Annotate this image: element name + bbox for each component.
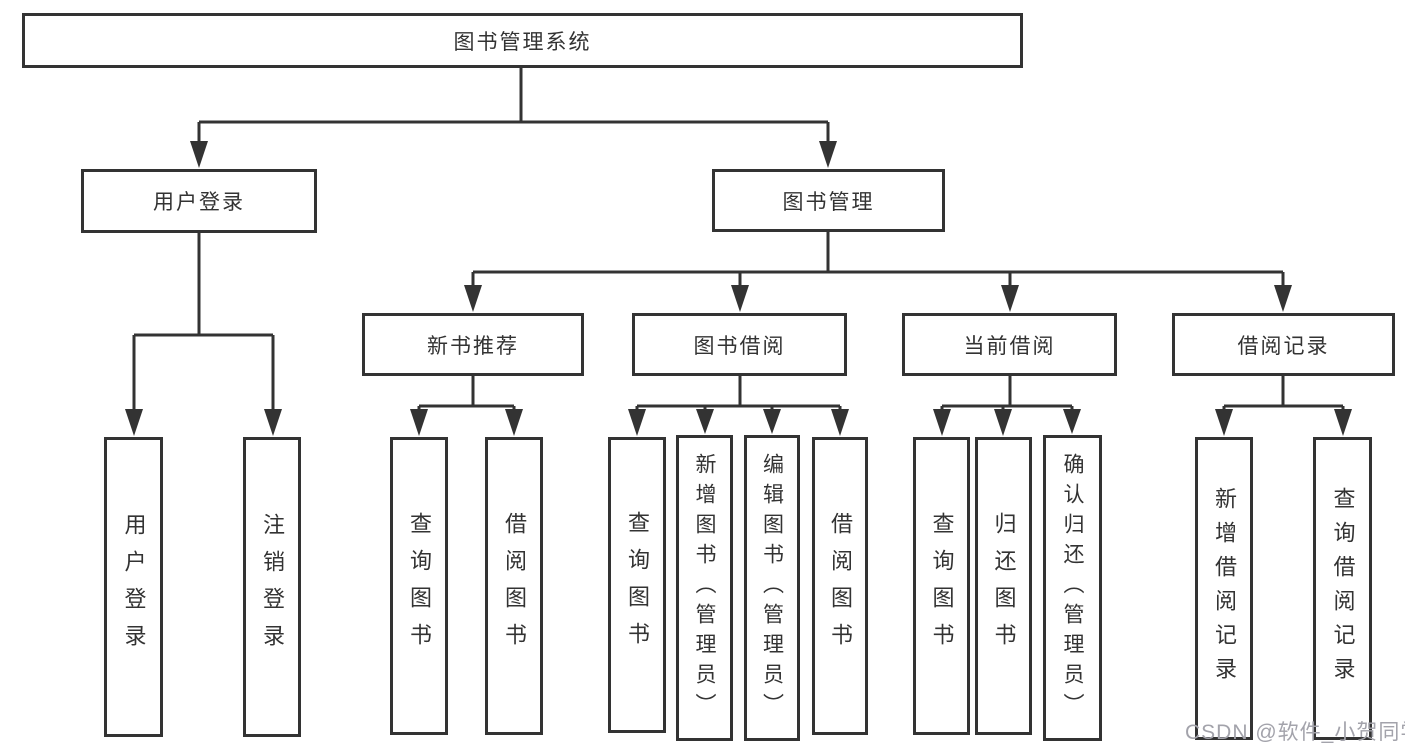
node-leaf-query-borrow-record: 查询借阅记录	[1313, 437, 1372, 740]
node-new-book-rec-label: 新书推荐	[427, 334, 519, 358]
node-leaf-add-borrow-record-label: 新增借阅记录	[1212, 486, 1237, 691]
node-leaf-edit-books-admin-label: 编辑图书（管理员）	[760, 453, 784, 723]
node-leaf-query-books-2-label: 查询图书	[625, 511, 650, 659]
node-leaf-add-books-admin: 新增图书（管理员）	[676, 435, 733, 741]
node-leaf-return-books: 归还图书	[975, 437, 1032, 735]
node-current-borrow-label: 当前借阅	[963, 334, 1056, 358]
node-root-label: 图书管理系统	[453, 30, 592, 54]
node-borrow-records-label: 借阅记录	[1237, 334, 1330, 358]
node-leaf-return-books-label: 归还图书	[991, 512, 1017, 660]
node-leaf-query-books-3-label: 查询图书	[929, 512, 955, 660]
node-leaf-logout-label: 注销登录	[260, 513, 285, 661]
node-root: 图书管理系统	[22, 13, 1023, 68]
node-leaf-query-books-1-label: 查询图书	[407, 512, 432, 660]
node-leaf-logout: 注销登录	[243, 437, 301, 737]
node-leaf-query-books-3: 查询图书	[913, 437, 970, 735]
node-user-login: 用户登录	[81, 169, 317, 233]
node-leaf-confirm-return-admin: 确认归还（管理员）	[1043, 435, 1102, 741]
node-leaf-query-books-1: 查询图书	[390, 437, 448, 735]
node-book-borrow: 图书借阅	[632, 313, 847, 376]
node-book-borrow-label: 图书借阅	[693, 334, 786, 358]
node-leaf-borrow-books-1: 借阅图书	[485, 437, 543, 735]
node-leaf-add-books-admin-label: 新增图书（管理员）	[693, 453, 716, 723]
csdn-watermark: CSDN @软件_小贺同学	[1185, 721, 1405, 744]
node-leaf-query-books-2: 查询图书	[608, 437, 666, 733]
node-book-mgmt-label: 图书管理	[782, 190, 875, 214]
node-leaf-user-login: 用户登录	[104, 437, 163, 737]
node-book-mgmt: 图书管理	[712, 169, 945, 232]
node-leaf-query-borrow-record-label: 查询借阅记录	[1330, 486, 1356, 691]
node-leaf-borrow-books-2: 借阅图书	[812, 437, 868, 735]
node-leaf-confirm-return-admin-label: 确认归还（管理员）	[1061, 453, 1084, 723]
node-current-borrow: 当前借阅	[902, 313, 1117, 376]
node-user-login-label: 用户登录	[153, 191, 245, 214]
node-leaf-borrow-books-2-label: 借阅图书	[828, 512, 853, 660]
node-leaf-edit-books-admin: 编辑图书（管理员）	[744, 435, 800, 741]
arrowheads	[125, 141, 1352, 436]
node-leaf-user-login-label: 用户登录	[121, 513, 147, 661]
node-borrow-records: 借阅记录	[1172, 313, 1395, 376]
node-new-book-rec: 新书推荐	[362, 313, 584, 376]
node-leaf-borrow-books-1-label: 借阅图书	[502, 512, 527, 660]
node-leaf-add-borrow-record: 新增借阅记录	[1195, 437, 1253, 740]
